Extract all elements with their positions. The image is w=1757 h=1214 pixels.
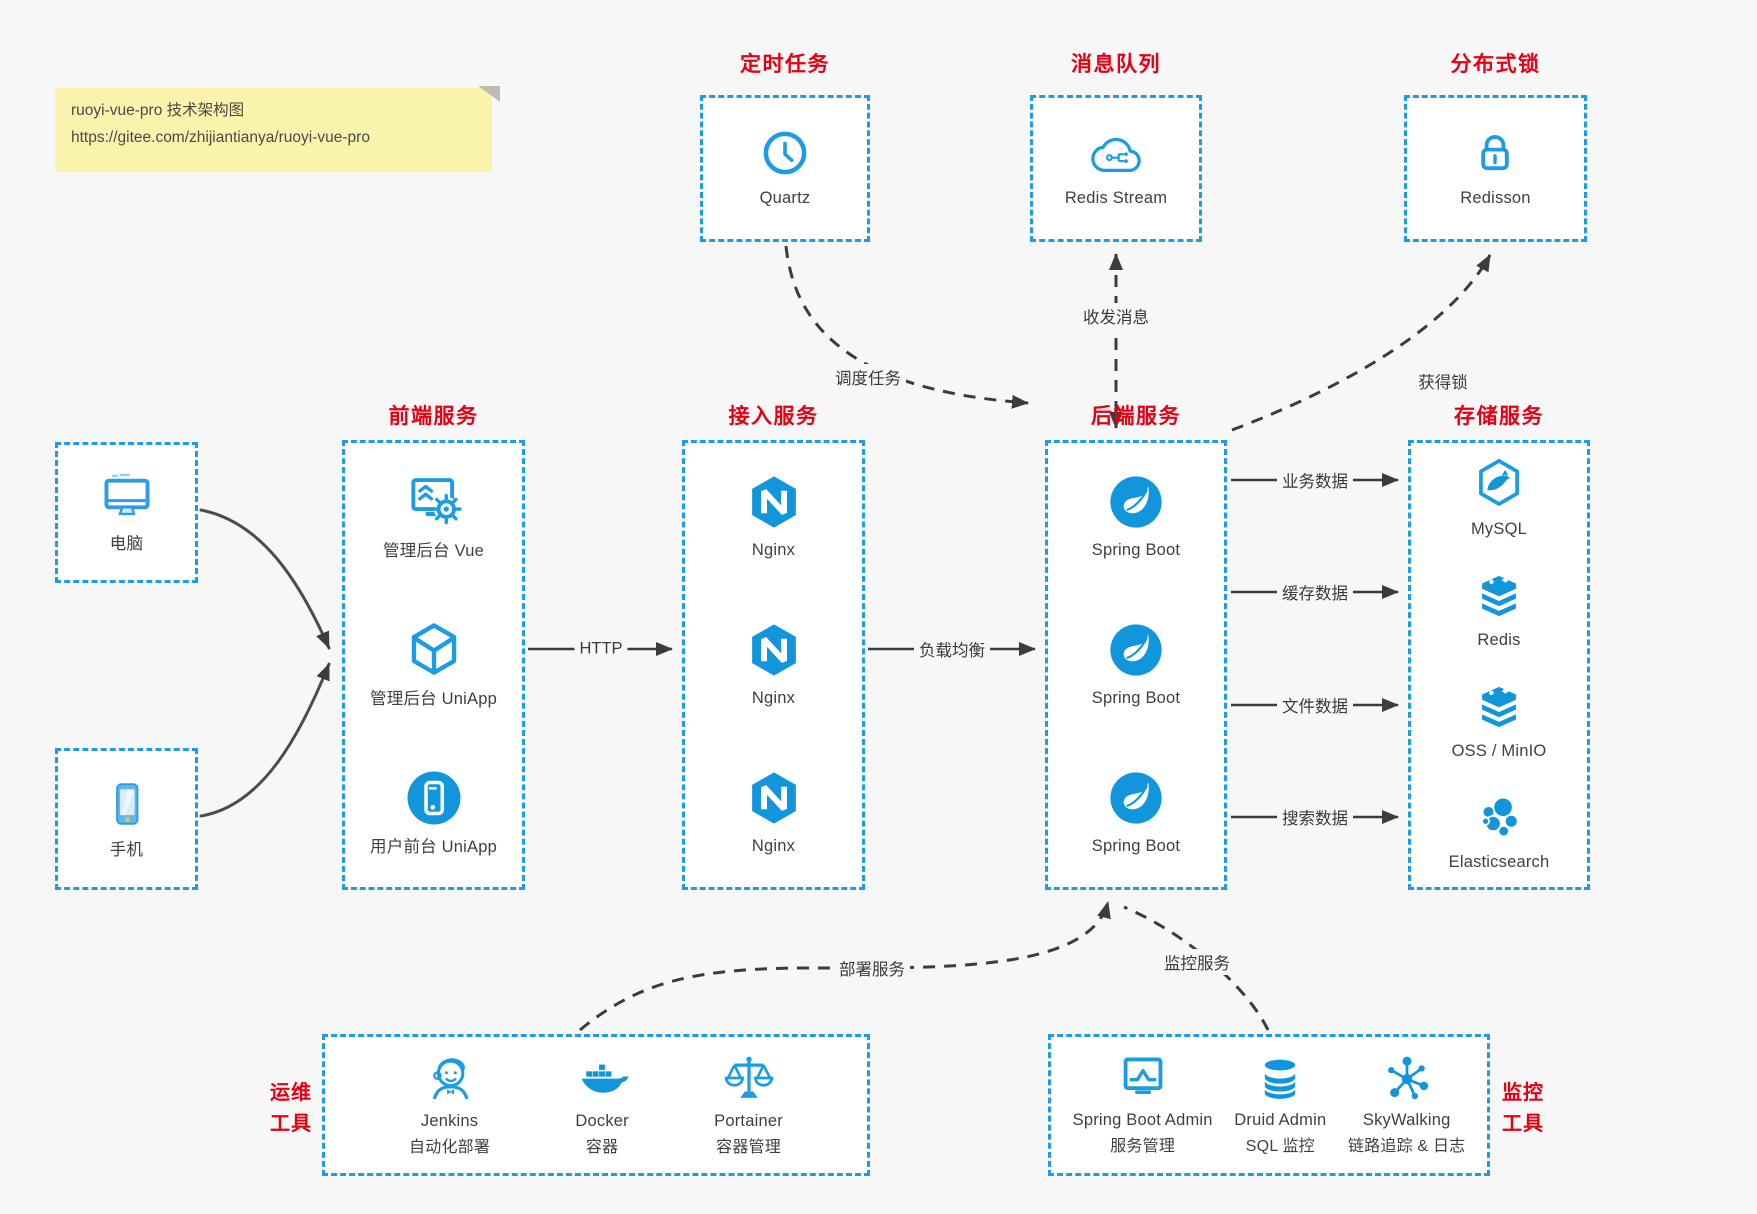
item-docker: Docker 容器 <box>574 1050 630 1159</box>
item-pc: 电脑 <box>96 468 158 556</box>
item-jenkins: Jenkins 自动化部署 <box>409 1050 490 1159</box>
item-redis: Redis <box>1471 566 1527 652</box>
item-admin-vue: 管理后台 Vue <box>383 471 484 563</box>
admin-vue-icon <box>403 471 465 533</box>
edge-label-file-data: 文件数据 <box>1277 692 1353 718</box>
elasticsearch-icon <box>1471 788 1527 844</box>
uniapp-cube-icon <box>403 619 465 681</box>
portainer-icon <box>721 1050 777 1106</box>
edge-schedule-line <box>784 245 1029 409</box>
spring-boot-icon <box>1106 472 1166 532</box>
item-nginx-1: Nginx <box>744 472 804 562</box>
item-oss-minio: OSS / MinIO <box>1452 677 1547 763</box>
edge-label-load-balance: 负载均衡 <box>914 636 990 662</box>
clock-icon <box>758 126 812 180</box>
item-mysql: MySQL <box>1471 455 1527 541</box>
item-admin-uniapp: 管理后台 UniApp <box>370 619 497 711</box>
sticky-note: ruoyi-vue-pro 技术架构图 https://gitee.com/zh… <box>55 86 500 172</box>
mysql-icon <box>1471 455 1527 511</box>
spring-boot-icon <box>1106 620 1166 680</box>
spring-boot-admin-icon <box>1116 1051 1170 1105</box>
item-skywalking: SkyWalking 链路追踪 & 日志 <box>1348 1051 1465 1158</box>
nginx-icon <box>744 472 804 532</box>
title-scheduled-tasks: 定时任务 <box>740 53 830 76</box>
item-nginx-3: Nginx <box>744 768 804 858</box>
monitoring-tools-label: 监控 工具 <box>1502 1082 1544 1135</box>
edge-label-get-lock: 获得锁 <box>1413 368 1473 394</box>
item-spring-boot-2: Spring Boot <box>1092 620 1180 710</box>
druid-icon <box>1253 1051 1307 1105</box>
nginx-icon <box>744 768 804 828</box>
item-redis-stream: Redis Stream <box>1065 126 1167 210</box>
edge-label-cache-data: 缓存数据 <box>1277 579 1353 605</box>
redisson-box: Redisson <box>1404 95 1587 242</box>
edge-label-search-data: 搜索数据 <box>1277 804 1353 830</box>
lock-icon <box>1468 126 1522 180</box>
item-druid-admin: Druid Admin SQL 监控 <box>1234 1051 1326 1158</box>
item-spring-boot-3: Spring Boot <box>1092 768 1180 858</box>
ops-tools-box: Jenkins 自动化部署 Docker 容器 Portainer 容器管理 <box>322 1034 870 1176</box>
redis-stream-box: Redis Stream <box>1030 95 1202 242</box>
quartz-box: Quartz <box>700 95 870 242</box>
item-phone: 手机 <box>99 776 155 862</box>
skywalking-icon <box>1380 1051 1434 1105</box>
oss-icon <box>1471 677 1527 733</box>
user-app-icon <box>403 767 465 829</box>
item-user-uniapp: 用户前台 UniApp <box>370 767 497 859</box>
item-portainer: Portainer 容器管理 <box>714 1050 783 1159</box>
edge-label-http: HTTP <box>574 638 628 660</box>
edge-label-deploy: 部署服务 <box>834 955 910 981</box>
title-backend: 后端服务 <box>1091 405 1181 428</box>
spring-boot-icon <box>1106 768 1166 828</box>
monitoring-tools-box: Spring Boot Admin 服务管理 Druid Admin SQL 监… <box>1048 1034 1490 1176</box>
desktop-icon <box>96 468 158 526</box>
backend-box: Spring Boot Spring Boot Spring Boot <box>1045 440 1227 890</box>
edge-label-business-data: 业务数据 <box>1277 467 1353 493</box>
docker-icon <box>574 1050 630 1106</box>
redis-icon <box>1471 566 1527 622</box>
item-elasticsearch: Elasticsearch <box>1449 788 1550 874</box>
title-gateway: 接入服务 <box>728 405 819 428</box>
edge-label-monitor: 监控服务 <box>1159 949 1235 975</box>
gateway-box: Nginx Nginx Nginx <box>682 440 865 890</box>
title-message-queue: 消息队列 <box>1071 53 1161 76</box>
title-frontend: 前端服务 <box>388 405 479 428</box>
note-title: ruoyi-vue-pro 技术架构图 <box>71 102 245 119</box>
item-nginx-2: Nginx <box>744 620 804 710</box>
title-distributed-lock: 分布式锁 <box>1450 53 1541 76</box>
item-quartz: Quartz <box>758 126 812 210</box>
jenkins-icon <box>422 1050 478 1106</box>
title-storage: 存储服务 <box>1454 405 1544 428</box>
nginx-icon <box>744 620 804 680</box>
edge-pc-to-frontend <box>199 508 331 650</box>
client-phone-box: 手机 <box>55 748 198 890</box>
item-spring-boot-admin: Spring Boot Admin 服务管理 <box>1073 1051 1213 1158</box>
storage-box: MySQL Redis OSS / MinIO Elasticsearch <box>1408 440 1590 890</box>
item-redisson: Redisson <box>1460 126 1530 210</box>
edge-label-messages: 收发消息 <box>1078 303 1154 329</box>
client-pc-box: 电脑 <box>55 442 198 583</box>
edge-phone-to-frontend <box>199 662 331 818</box>
note-url: https://gitee.com/zhijiantianya/ruoyi-vu… <box>71 129 370 147</box>
edge-label-schedule: 调度任务 <box>830 364 906 390</box>
item-spring-boot-1: Spring Boot <box>1092 472 1180 562</box>
frontend-box: 管理后台 Vue 管理后台 UniApp 用户前台 UniApp <box>342 440 525 890</box>
cloud-queue-icon <box>1087 126 1145 180</box>
smartphone-icon <box>99 776 155 832</box>
ops-tools-label: 运维 工具 <box>270 1082 312 1135</box>
